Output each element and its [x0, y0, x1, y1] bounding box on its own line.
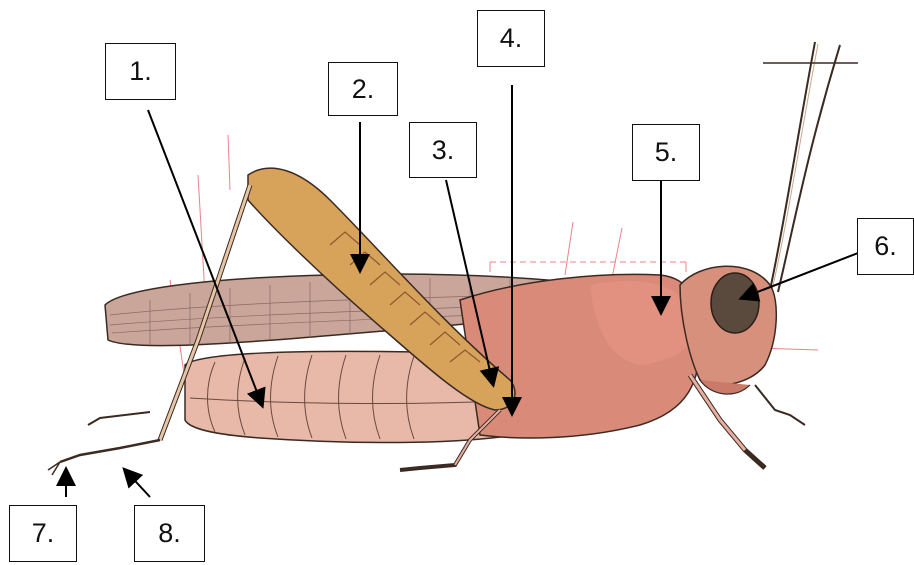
label-text-5: 5.: [655, 137, 678, 168]
label-text-8: 8.: [158, 518, 181, 549]
antennae: [763, 42, 858, 292]
label-box-3: 3.: [409, 122, 477, 178]
label-box-8: 8.: [134, 505, 205, 562]
label-box-1: 1.: [105, 43, 176, 100]
label-text-6: 6.: [874, 231, 897, 262]
label-box-2: 2.: [328, 62, 398, 116]
label-box-6: 6.: [857, 218, 914, 275]
compound-eye: [711, 273, 759, 333]
pointer-8: [125, 470, 150, 497]
label-text-1: 1.: [129, 56, 152, 87]
label-box-5: 5.: [632, 124, 700, 181]
label-text-3: 3.: [432, 135, 455, 166]
label-text-2: 2.: [352, 74, 375, 105]
label-text-7: 7.: [32, 518, 55, 549]
label-box-7: 7.: [9, 505, 77, 562]
front-leg: [690, 375, 805, 468]
label-box-4: 4.: [477, 10, 545, 67]
label-text-4: 4.: [500, 23, 523, 54]
